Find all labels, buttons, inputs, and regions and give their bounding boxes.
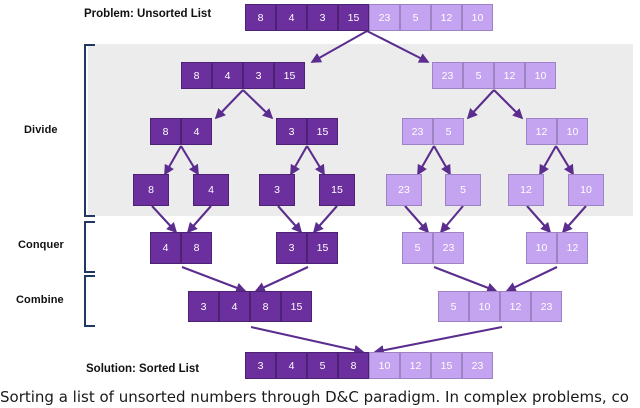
array-cell: 5 <box>445 174 481 206</box>
array-cell: 15 <box>338 4 369 31</box>
array-cell: 10 <box>525 62 556 89</box>
array-cell: 15 <box>274 62 305 89</box>
array-cell: 3 <box>276 232 307 264</box>
array-cell: 3 <box>276 118 307 145</box>
array-cell: 4 <box>181 118 212 145</box>
array-cell: 3 <box>245 352 276 379</box>
array-cell: 12 <box>400 352 431 379</box>
array-cell: 23 <box>402 118 433 145</box>
array-cell: 23 <box>369 4 400 31</box>
array-cell: 23 <box>531 291 562 322</box>
array-single-10: 10 <box>568 174 604 206</box>
array-cell: 10 <box>557 118 588 145</box>
array-cell: 12 <box>557 232 588 264</box>
array-cell: 15 <box>431 352 462 379</box>
array-cell: 10 <box>462 4 493 31</box>
array-cell: 4 <box>219 291 250 322</box>
array-cell: 8 <box>245 4 276 31</box>
array-cell: 3 <box>188 291 219 322</box>
array-single-23: 23 <box>386 174 422 206</box>
array-cell: 8 <box>338 352 369 379</box>
array-cell: 5 <box>402 232 433 264</box>
array-cell: 15 <box>319 174 355 206</box>
array-cell: 12 <box>526 118 557 145</box>
array-cell: 4 <box>193 174 229 206</box>
combine-bracket <box>84 275 95 327</box>
array-cell: 4 <box>212 62 243 89</box>
array-cell: 23 <box>433 232 464 264</box>
array-cell: 12 <box>508 174 544 206</box>
array-cell: 4 <box>150 232 181 264</box>
array-cell: 5 <box>307 352 338 379</box>
array-cell: 15 <box>307 232 338 264</box>
array-single-12: 12 <box>508 174 544 206</box>
array-cell: 8 <box>181 62 212 89</box>
problem-label: Problem: Unsorted List <box>84 8 212 20</box>
combine-label: Combine <box>16 294 64 306</box>
array-cell: 12 <box>494 62 525 89</box>
conquer-label: Conquer <box>18 239 64 251</box>
array-single-4: 4 <box>193 174 229 206</box>
array-cell: 3 <box>307 4 338 31</box>
array-single-5: 5 <box>445 174 481 206</box>
array-cell: 15 <box>281 291 312 322</box>
array-cell: 8 <box>250 291 281 322</box>
array-single-8: 8 <box>133 174 169 206</box>
array-cell: 4 <box>276 4 307 31</box>
array-single-3: 3 <box>259 174 295 206</box>
array-cell: 8 <box>150 118 181 145</box>
solution-label: Solution: Sorted List <box>86 363 200 375</box>
array-cell: 10 <box>369 352 400 379</box>
array-cell: 5 <box>433 118 464 145</box>
array-cell: 23 <box>386 174 422 206</box>
array-cell: 10 <box>526 232 557 264</box>
array-cell: 5 <box>463 62 494 89</box>
array-cell: 12 <box>500 291 531 322</box>
divide-label: Divide <box>24 124 58 136</box>
array-cell: 8 <box>181 232 212 264</box>
array-cell: 8 <box>133 174 169 206</box>
array-cell: 3 <box>243 62 274 89</box>
array-cell: 4 <box>276 352 307 379</box>
array-single-15: 15 <box>319 174 355 206</box>
divide-bracket <box>84 44 95 217</box>
array-cell: 5 <box>400 4 431 31</box>
array-cell: 10 <box>568 174 604 206</box>
array-cell: 23 <box>462 352 493 379</box>
array-cell: 15 <box>307 118 338 145</box>
array-cell: 3 <box>259 174 295 206</box>
figure-caption: Sorting a list of unsorted numbers throu… <box>0 388 629 406</box>
conquer-bracket <box>84 221 95 273</box>
array-cell: 12 <box>431 4 462 31</box>
array-cell: 23 <box>432 62 463 89</box>
array-cell: 10 <box>469 291 500 322</box>
array-cell: 5 <box>438 291 469 322</box>
